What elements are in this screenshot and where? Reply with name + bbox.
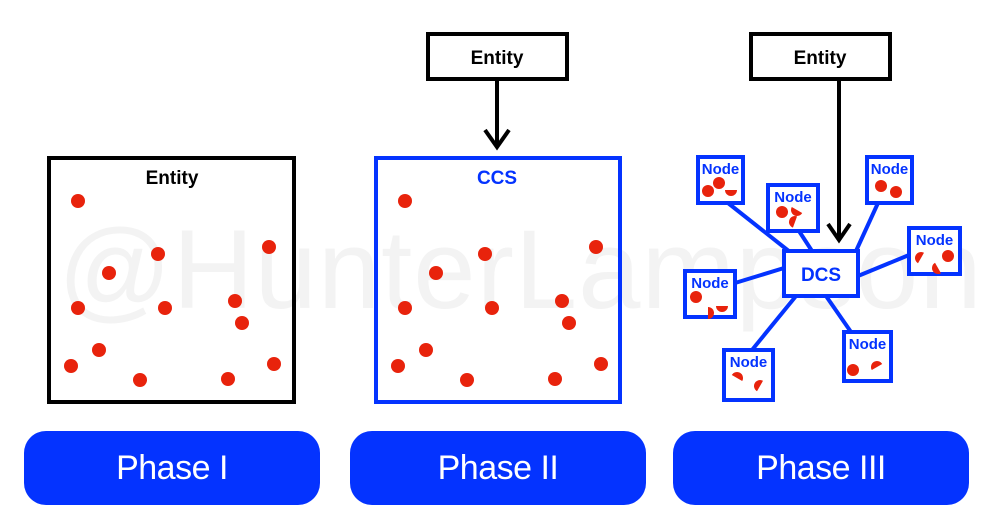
- data-dot: [158, 301, 172, 315]
- node-label: Node: [849, 336, 887, 353]
- data-dot-fragment: [932, 262, 942, 274]
- data-dots: [64, 194, 281, 387]
- phase-3-button[interactable]: Phase III: [673, 431, 969, 505]
- data-dot: [460, 373, 474, 387]
- entity-container: [47, 156, 296, 404]
- data-dot: [713, 177, 725, 189]
- node-label: Node: [916, 232, 954, 249]
- node: Node: [722, 348, 775, 402]
- dcs-label: DCS: [801, 265, 841, 286]
- data-dot-fragment: [791, 207, 803, 216]
- ccs-label: CCS: [477, 168, 517, 189]
- node-box: [865, 155, 914, 205]
- data-dot-fragment: [871, 361, 883, 370]
- data-dot: [102, 266, 116, 280]
- data-dot: [702, 185, 714, 197]
- node: Node: [696, 155, 745, 205]
- node-link: [824, 294, 853, 334]
- arrow-down-icon: [826, 222, 852, 244]
- phase-2-diagram: Entity CCS: [374, 32, 622, 404]
- node: Node: [766, 183, 820, 233]
- data-dot: [133, 373, 147, 387]
- data-dot: [690, 291, 702, 303]
- data-dot-fragment: [731, 372, 743, 381]
- data-dot: [267, 357, 281, 371]
- data-dot: [847, 364, 859, 376]
- node-link: [854, 202, 880, 252]
- node-label: Node: [774, 189, 812, 206]
- data-dot: [64, 359, 78, 373]
- data-dot: [235, 316, 249, 330]
- data-dots: [391, 194, 608, 387]
- data-dot: [221, 372, 235, 386]
- node-link: [750, 294, 798, 352]
- node: Node: [865, 155, 914, 205]
- data-dot: [391, 359, 405, 373]
- data-dot-fragment: [716, 306, 728, 312]
- data-dot: [398, 194, 412, 208]
- node-label: Node: [871, 161, 909, 178]
- data-dot: [398, 301, 412, 315]
- node-link: [734, 266, 785, 285]
- data-dot: [875, 180, 887, 192]
- node-box: [842, 330, 893, 383]
- phase-2-button[interactable]: Phase II: [350, 431, 646, 505]
- data-dot-fragment: [708, 307, 714, 319]
- entity-container-label: Entity: [146, 168, 199, 189]
- data-dot-fragment: [915, 252, 924, 264]
- data-dot: [594, 357, 608, 371]
- data-dot-fragment: [789, 216, 798, 228]
- data-dot: [478, 247, 492, 261]
- data-dot: [429, 266, 443, 280]
- node: Node: [907, 226, 962, 276]
- node: Node: [683, 269, 737, 319]
- data-dot: [71, 301, 85, 315]
- entity-source-label: Entity: [471, 48, 524, 69]
- data-dot: [890, 186, 902, 198]
- data-dot: [548, 372, 562, 386]
- entity-source-box: [426, 32, 569, 81]
- ccs-container: [374, 156, 622, 404]
- data-dot: [92, 343, 106, 357]
- dcs-links: [726, 201, 910, 352]
- data-dot: [151, 247, 165, 261]
- node-label: Node: [730, 354, 768, 371]
- data-dot: [71, 194, 85, 208]
- phase-1-diagram: Entity: [47, 156, 296, 404]
- data-dot: [262, 240, 276, 254]
- entity-source-box: [749, 32, 892, 81]
- node-link: [857, 253, 910, 278]
- node-link: [726, 201, 792, 254]
- arrow-down-icon: [483, 128, 511, 151]
- data-dot: [419, 343, 433, 357]
- data-dot: [589, 240, 603, 254]
- data-dot: [555, 294, 569, 308]
- node-link: [797, 229, 814, 253]
- node-label: Node: [702, 161, 740, 178]
- data-dot: [485, 301, 499, 315]
- entity-source-label: Entity: [794, 48, 847, 69]
- phase-1-button[interactable]: Phase I: [24, 431, 320, 505]
- node-label: Node: [691, 275, 729, 292]
- node: Node: [842, 330, 893, 383]
- data-dot: [228, 294, 242, 308]
- data-dot: [942, 250, 954, 262]
- data-dot-fragment: [754, 380, 764, 392]
- dcs-hub: [782, 249, 860, 298]
- data-dot: [776, 206, 788, 218]
- data-dot: [562, 316, 576, 330]
- data-dot-fragment: [725, 190, 737, 196]
